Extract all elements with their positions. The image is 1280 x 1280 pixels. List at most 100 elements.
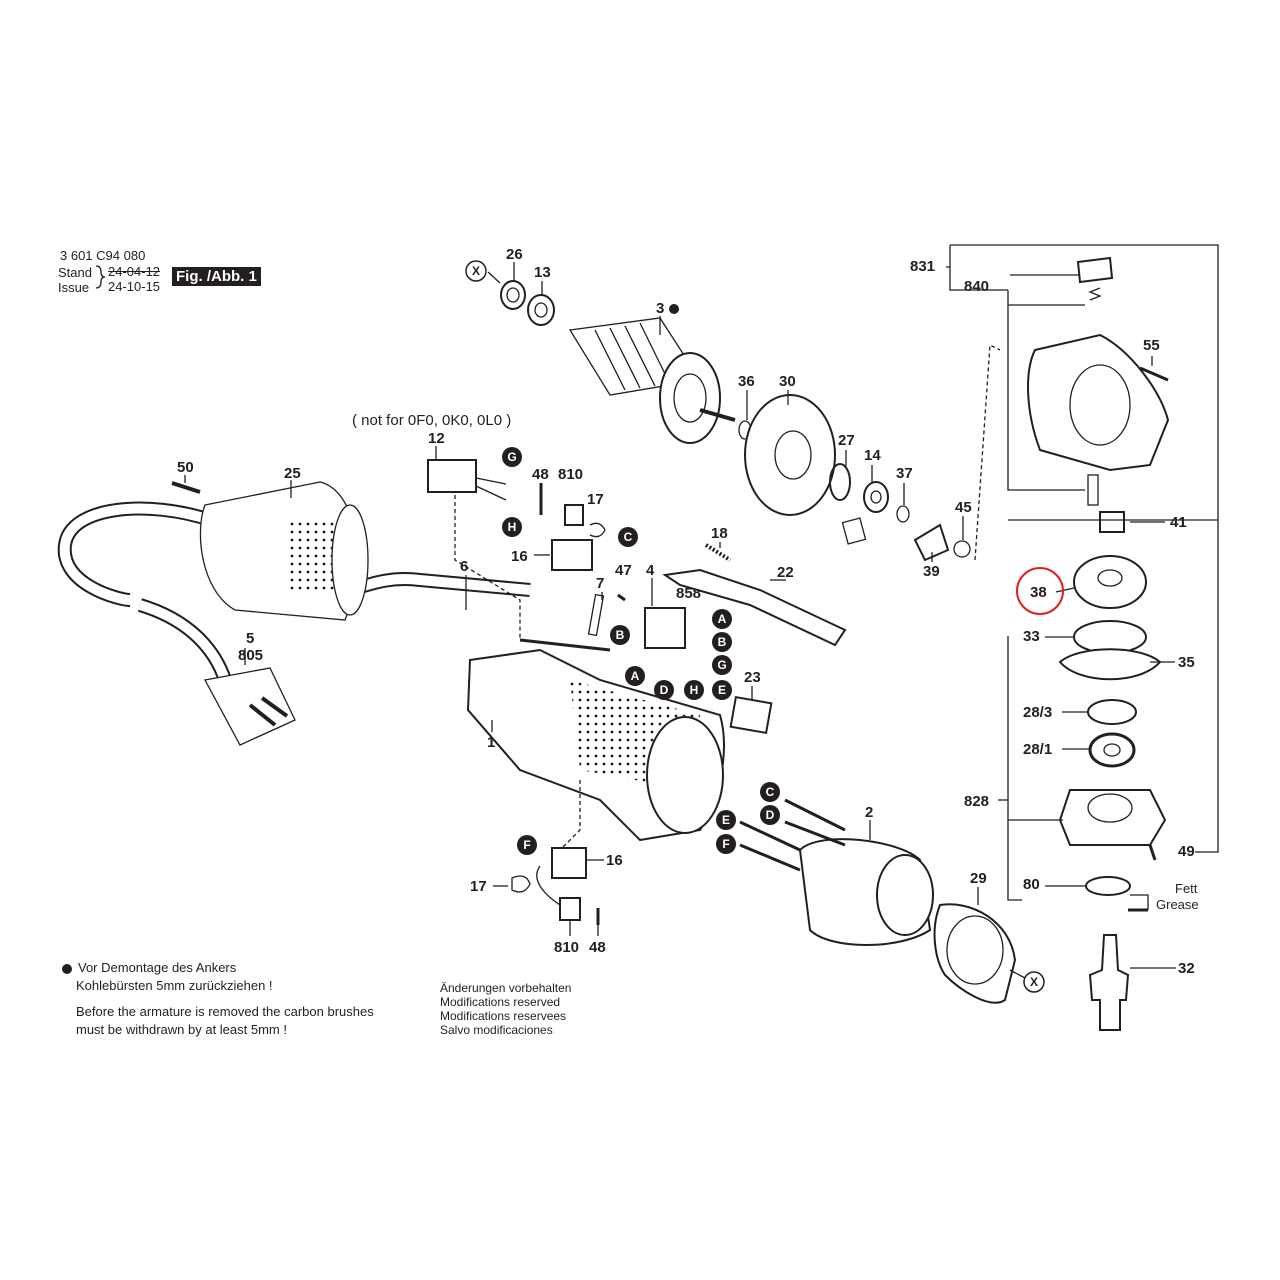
gear-head-bore xyxy=(1069,364,1131,446)
part-label-22: 22 xyxy=(777,564,794,581)
cord-loop-inner xyxy=(59,503,212,605)
svg-text:G: G xyxy=(717,658,726,672)
connector-h-mid: H xyxy=(684,680,704,700)
bracket-831-inner xyxy=(949,245,1008,291)
bracket-840-mid xyxy=(1007,290,1085,306)
figure-label: Fig. /Abb. 1 xyxy=(172,267,261,286)
part-label-17-bottom: 17 xyxy=(470,878,487,895)
baffle-30-hub xyxy=(774,430,812,480)
connector-g-top: G xyxy=(502,447,522,467)
slide-switch-22 xyxy=(662,568,847,647)
plug-pin-1 xyxy=(248,703,277,727)
ring-27 xyxy=(829,463,851,501)
housing-opening xyxy=(646,716,724,834)
grease-leader xyxy=(1130,894,1149,910)
connector-g-right: G xyxy=(712,655,732,675)
note-de-line2: Kohlebürsten 5mm zurückziehen ! xyxy=(76,978,273,993)
part-label-828: 828 xyxy=(964,793,990,810)
connector-c-bottom: C xyxy=(760,782,780,802)
part-label-33: 33 xyxy=(1023,628,1040,645)
spring-17-bottom xyxy=(511,875,531,893)
bearing-28-1-inner xyxy=(1103,743,1121,757)
svg-text:B: B xyxy=(718,635,727,649)
armature-dot-icon xyxy=(669,304,679,314)
part-label-2: 2 xyxy=(865,804,874,821)
part-label-30: 30 xyxy=(779,373,796,390)
connector-b-left: B xyxy=(610,625,630,645)
part-label-831: 831 xyxy=(910,258,936,275)
field-wires xyxy=(739,798,846,872)
part-label-25: 25 xyxy=(284,465,301,482)
part-label-29: 29 xyxy=(970,870,987,887)
modifications-fr: Modifications reservees xyxy=(440,1009,567,1023)
svg-text:D: D xyxy=(660,683,669,697)
dashed-housing xyxy=(559,780,581,851)
armature-fan-hub xyxy=(673,373,707,423)
modifications-en: Modifications reserved xyxy=(440,995,561,1009)
field-coil-opening xyxy=(876,854,934,936)
header-bracket xyxy=(95,265,106,289)
bracket-828 xyxy=(1007,636,1022,901)
part-label-26: 26 xyxy=(506,246,523,263)
part-label-5: 5 xyxy=(246,630,255,647)
part-label-48-top: 48 xyxy=(532,466,549,483)
bevel-gear-38-hub xyxy=(1097,569,1123,587)
spring-18 xyxy=(704,543,732,562)
part-label-50: 50 xyxy=(177,459,194,476)
svg-text:B: B xyxy=(616,628,625,642)
spindle-32 xyxy=(1088,934,1130,1031)
connector-a-left: A xyxy=(625,666,645,686)
bearing-13 xyxy=(527,294,555,326)
spindle-lock-pin xyxy=(1087,474,1099,506)
part-label-27: 27 xyxy=(838,432,855,449)
connector-c-top: C xyxy=(618,527,638,547)
dashed-alignment xyxy=(974,343,1001,561)
carbon-brush-810 xyxy=(564,504,584,526)
svg-text:X: X xyxy=(1030,975,1038,989)
part-label-14: 14 xyxy=(864,447,881,464)
stand-date: 24-04-12 xyxy=(108,264,161,279)
part-label-28-3: 28/3 xyxy=(1023,704,1053,721)
svg-text:H: H xyxy=(690,683,699,697)
connector-e-mid: E xyxy=(712,680,732,700)
marker-x-bottom: X xyxy=(1023,971,1045,993)
marker-x-top: X xyxy=(465,260,487,282)
part-label-12: 12 xyxy=(428,430,445,447)
guard-29-opening xyxy=(946,915,1004,985)
cover-25-opening xyxy=(331,504,369,616)
part-label-6: 6 xyxy=(460,558,469,575)
note-en-line2: must be withdrawn by at least 5mm ! xyxy=(76,1022,287,1037)
bracket-840-bottom xyxy=(1007,305,1085,491)
svg-text:A: A xyxy=(718,612,727,626)
part-label-32: 32 xyxy=(1178,960,1195,977)
connector-f-brush: F xyxy=(517,835,537,855)
part-label-41: 41 xyxy=(1170,514,1187,531)
note-de-line1: Vor Demontage des Ankers xyxy=(62,960,236,975)
part-label-17-top: 17 xyxy=(587,491,604,508)
svg-text:E: E xyxy=(718,683,726,697)
svg-text:D: D xyxy=(766,808,775,822)
switch-rod-6 xyxy=(519,638,611,652)
svg-text:C: C xyxy=(766,785,775,799)
part-label-55: 55 xyxy=(1143,337,1160,354)
suppressor-wire-1 xyxy=(475,477,507,485)
connector-d-bottom: D xyxy=(760,805,780,825)
svg-text:A: A xyxy=(631,669,640,683)
connector-d: D xyxy=(654,680,674,700)
not-for-note: ( not for 0F0, 0K0, 0L0 ) xyxy=(352,412,512,429)
brush-wire xyxy=(536,865,561,906)
screw-49 xyxy=(1148,844,1157,861)
issue-date: 24-10-15 xyxy=(108,279,161,294)
cord-plug-lead-inner xyxy=(138,600,230,682)
svg-text:E: E xyxy=(722,813,730,827)
spring-17 xyxy=(589,522,606,538)
gear-head-housing xyxy=(1027,333,1170,472)
nut-45 xyxy=(953,540,971,558)
suppressor-wire-2 xyxy=(475,485,507,501)
part-label-7: 7 xyxy=(596,575,605,592)
part-label-810-bottom: 810 xyxy=(554,939,580,956)
cord-plug-lead-outer xyxy=(137,598,232,683)
part-label-13: 13 xyxy=(534,264,551,281)
modifications-de: Änderungen vorbehalten xyxy=(440,981,572,995)
